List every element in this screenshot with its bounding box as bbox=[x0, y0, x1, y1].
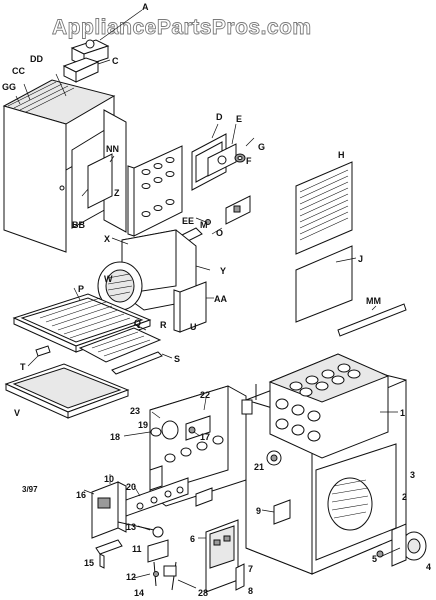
part-z-heat-exchanger-panel bbox=[127, 145, 183, 237]
part-f-g-fitting bbox=[234, 137, 255, 163]
callout-MM: MM bbox=[366, 296, 381, 306]
callout-EE: EE bbox=[182, 216, 194, 226]
part-burner-tubes bbox=[149, 465, 213, 507]
part-10-gas-valve bbox=[83, 474, 127, 539]
callout-22: 22 bbox=[200, 390, 210, 400]
callout-23: 23 bbox=[130, 406, 140, 416]
callout-15: 15 bbox=[84, 558, 94, 568]
part-h-grille bbox=[295, 161, 353, 255]
callout-O: O bbox=[216, 228, 223, 238]
part-11-13-fittings bbox=[117, 521, 169, 563]
part-18-19-fitting bbox=[123, 427, 162, 437]
callout-F: F bbox=[246, 156, 252, 166]
callout-20: 20 bbox=[126, 482, 136, 492]
callout-Z: Z bbox=[114, 188, 120, 198]
callout-7: 7 bbox=[248, 564, 253, 574]
part-22-burner-box bbox=[149, 385, 247, 507]
part-t-clip bbox=[27, 345, 51, 367]
callout-9: 9 bbox=[256, 506, 261, 516]
callout-28: 28 bbox=[198, 588, 208, 598]
part-w-blower-assembly bbox=[97, 229, 211, 311]
callout-S: S bbox=[174, 354, 180, 364]
callout-V: V bbox=[14, 408, 20, 418]
callout-5: 5 bbox=[372, 554, 377, 564]
callout-18: 18 bbox=[110, 432, 120, 442]
callout-Q: Q bbox=[134, 318, 141, 328]
callout-E: E bbox=[236, 114, 242, 124]
callout-8: 8 bbox=[248, 586, 253, 596]
callout-GG: GG bbox=[2, 82, 16, 92]
part-j-panel bbox=[295, 245, 357, 323]
callout-14: 14 bbox=[134, 588, 144, 598]
callout-CC: CC bbox=[12, 66, 25, 76]
part-20-manifold bbox=[125, 477, 189, 517]
part-15-gas-pipe bbox=[95, 539, 123, 569]
part-12-14-28-igniter bbox=[133, 561, 197, 591]
callout-P: P bbox=[78, 284, 84, 294]
callout-R: R bbox=[160, 320, 167, 330]
part-c-bracket bbox=[62, 57, 111, 83]
callout-17: 17 bbox=[200, 432, 210, 442]
callout-3: 3 bbox=[410, 470, 415, 480]
part-e-sight-plate bbox=[207, 123, 237, 177]
callout-DD: DD bbox=[30, 54, 43, 64]
callout-10: 10 bbox=[104, 474, 114, 484]
callout-1: 1 bbox=[400, 408, 405, 418]
callout-W: W bbox=[104, 274, 113, 284]
callout-A: A bbox=[142, 2, 149, 12]
callout-16: 16 bbox=[76, 490, 86, 500]
callout-U: U bbox=[190, 322, 197, 332]
callout-labels: A C DD CC GG D E F G H NN Z BB EE M O X … bbox=[2, 2, 431, 598]
part-9-pressure-switch bbox=[261, 499, 291, 525]
callout-21: 21 bbox=[254, 462, 264, 472]
part-4-5-inducer-motor bbox=[376, 523, 427, 567]
callout-12: 12 bbox=[126, 572, 136, 582]
part-q-filter bbox=[78, 323, 162, 363]
callout-C: C bbox=[112, 56, 119, 66]
callout-2: 2 bbox=[402, 492, 407, 502]
part-mm-strip bbox=[337, 303, 407, 337]
callout-4: 4 bbox=[426, 562, 431, 572]
part-17-sensor bbox=[188, 426, 201, 437]
part-nn-baffle bbox=[87, 153, 115, 209]
callout-Y: Y bbox=[220, 266, 226, 276]
callout-BB: BB bbox=[72, 220, 85, 230]
callout-NN: NN bbox=[106, 144, 119, 154]
callout-J: J bbox=[358, 254, 363, 264]
part-1-heat-exchanger bbox=[268, 353, 398, 459]
callout-13: 13 bbox=[126, 522, 136, 532]
watermark-text: AppliancePartsPros.com bbox=[52, 16, 312, 39]
callout-D: D bbox=[216, 112, 223, 122]
callout-M: M bbox=[200, 220, 208, 230]
date-code: 3/97 bbox=[22, 485, 38, 494]
part-6-7-8-control-board bbox=[198, 519, 245, 593]
callout-H: H bbox=[338, 150, 345, 160]
part-s-filter-rod bbox=[111, 351, 173, 375]
part-rollout-switch bbox=[241, 384, 257, 415]
callout-X: X bbox=[104, 234, 110, 244]
callout-T: T bbox=[20, 362, 26, 372]
callout-11: 11 bbox=[132, 544, 142, 554]
part-v-base-tray bbox=[4, 363, 130, 419]
part-p-filter-rack bbox=[12, 287, 152, 353]
part-21-limit-switch bbox=[266, 450, 282, 466]
callout-AA: AA bbox=[214, 294, 227, 304]
callout-G: G bbox=[258, 142, 265, 152]
callout-6: 6 bbox=[190, 534, 195, 544]
callout-19: 19 bbox=[138, 420, 148, 430]
part-u-aa-bracket bbox=[173, 281, 214, 333]
